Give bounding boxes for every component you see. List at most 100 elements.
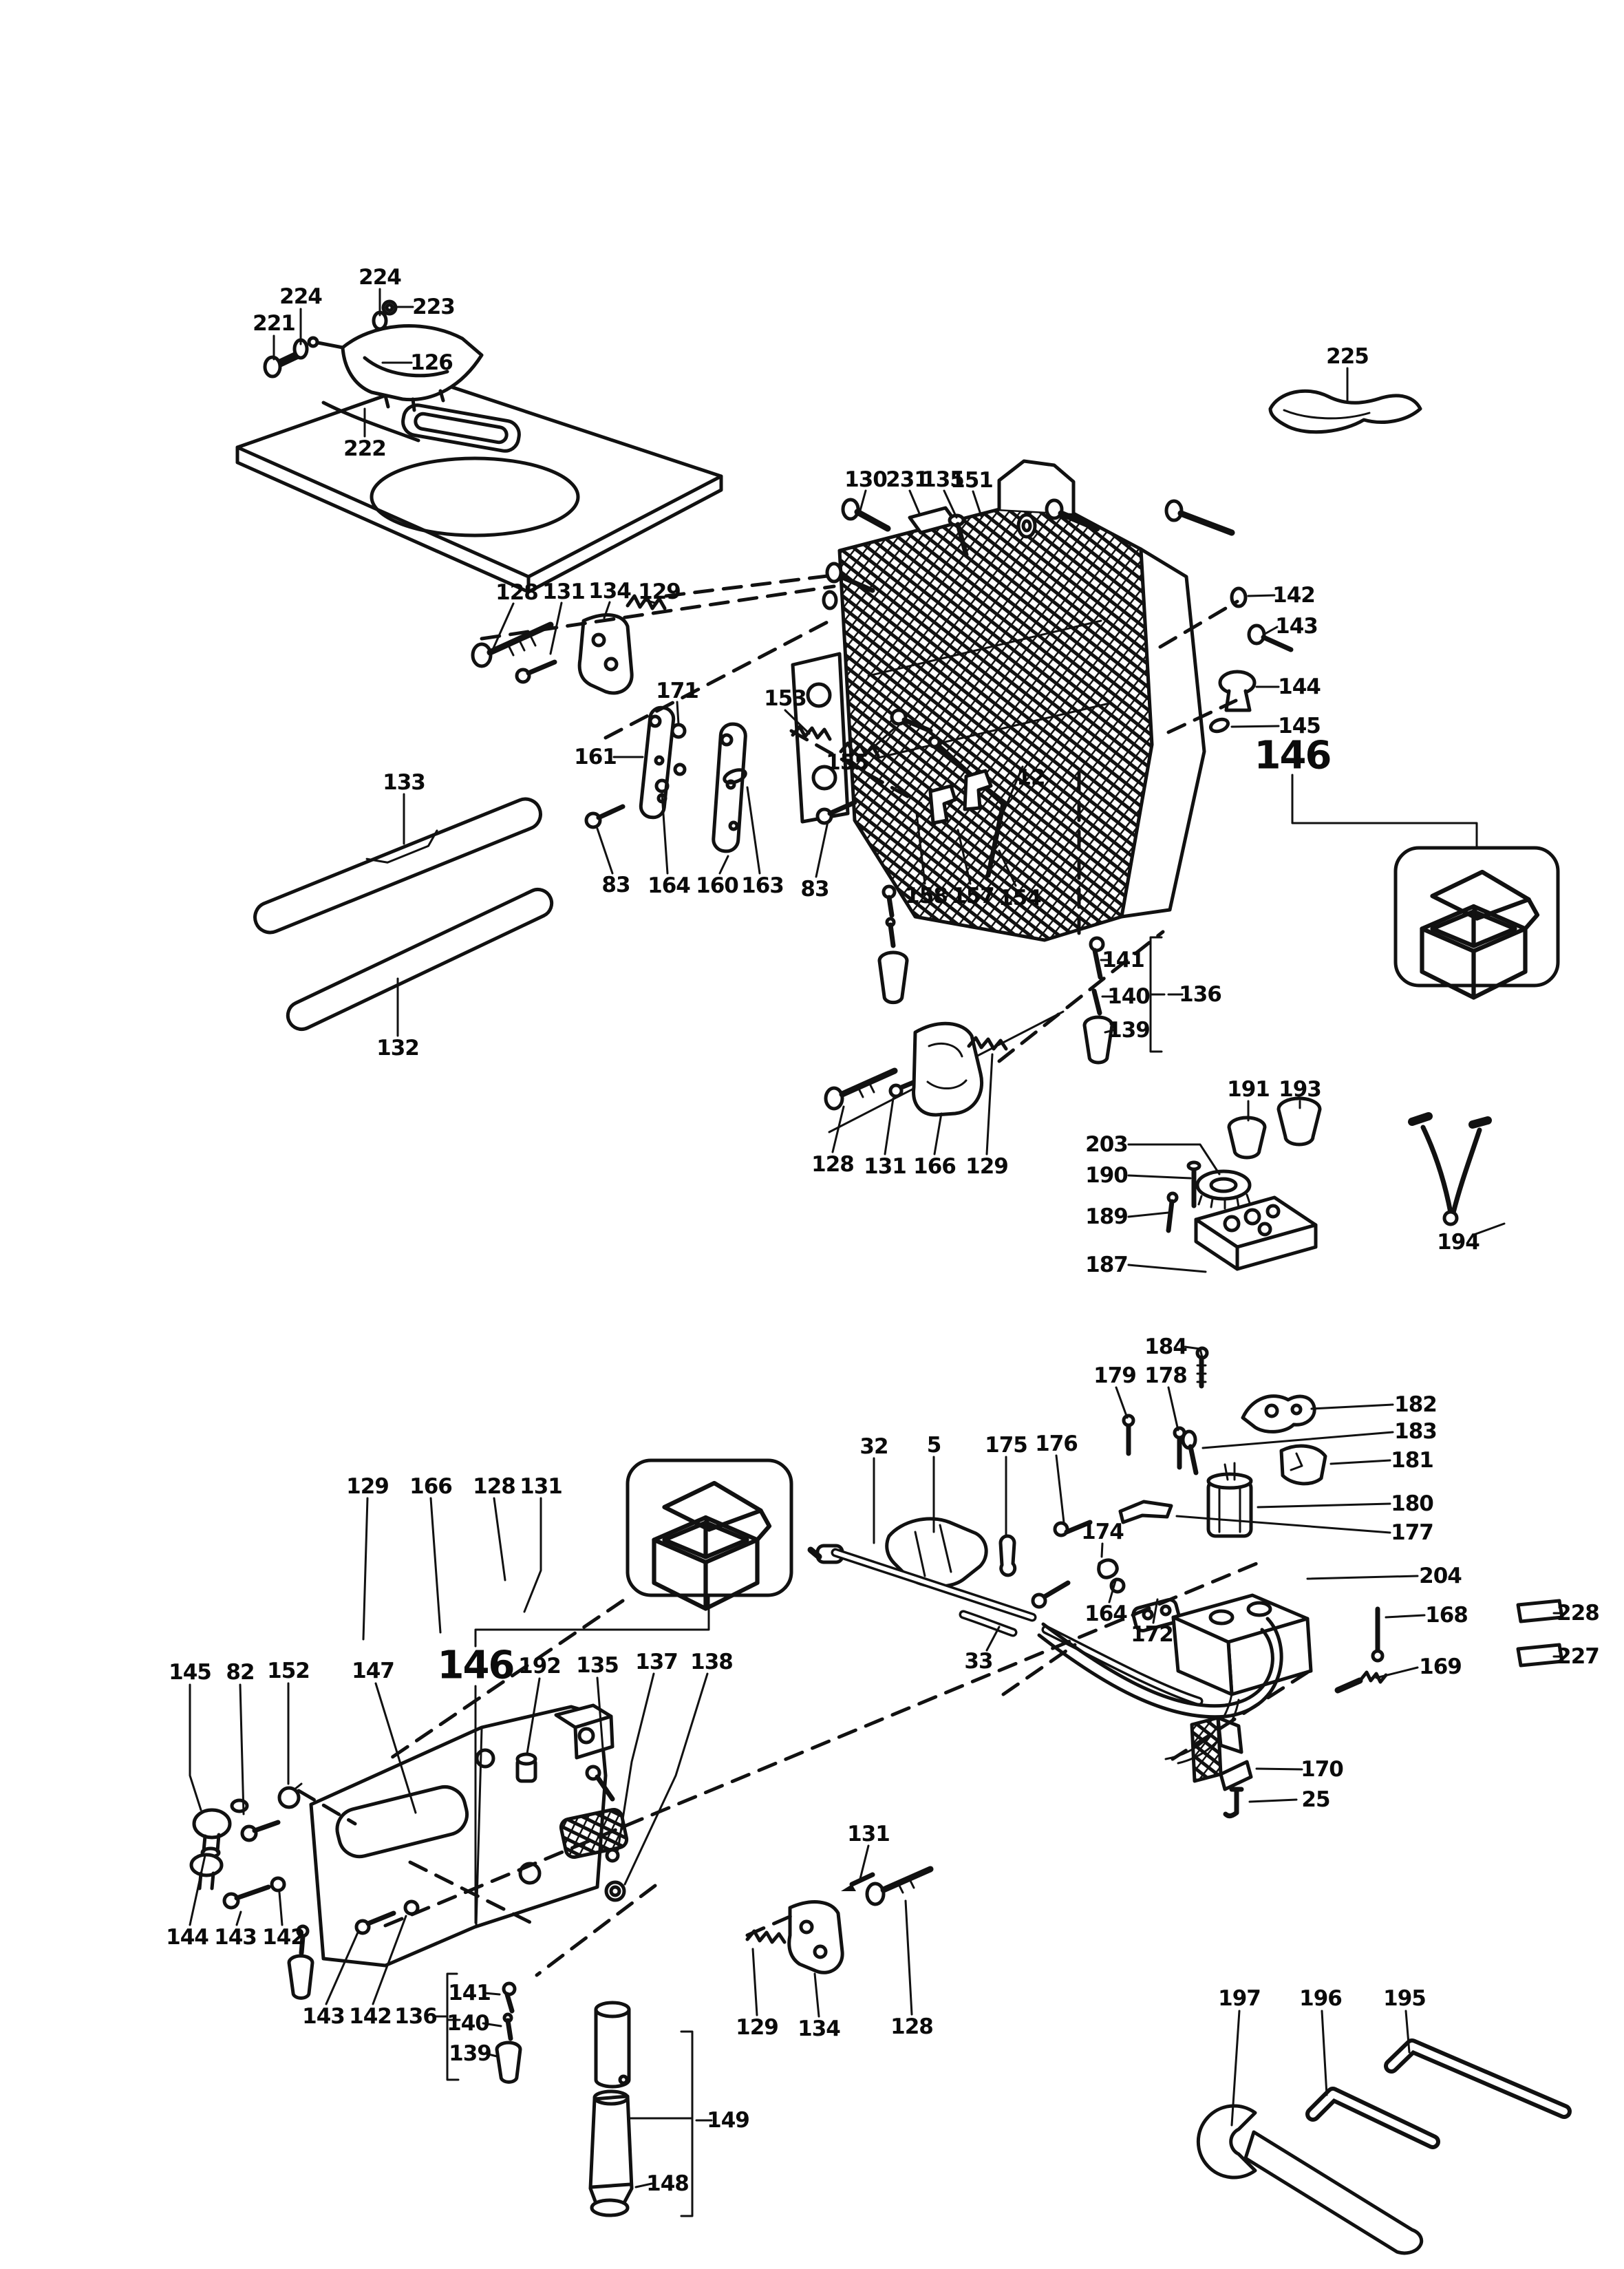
leader-line-146 — [1291, 774, 1478, 848]
leader-line-176 — [1055, 1454, 1065, 1524]
leader-line-160 — [718, 855, 729, 875]
part-label-135: 135 — [921, 467, 965, 492]
leader-line-137 — [617, 1672, 655, 1851]
part-label-141: 141 — [448, 1981, 491, 2005]
part-label-131: 131 — [847, 1822, 890, 1846]
leader-line-33 — [985, 1626, 1001, 1652]
part-label-140: 140 — [447, 2011, 490, 2036]
leader-lines-layer — [189, 288, 1563, 2188]
leader-line-177 — [1175, 1515, 1391, 1534]
leader-line-155 — [863, 727, 896, 757]
hook-174-art — [1097, 1558, 1119, 1579]
part-label-227: 227 — [1557, 1644, 1600, 1669]
leader-line-184 — [1184, 1345, 1204, 1359]
part-label-139: 139 — [449, 2041, 492, 2066]
part-label-145: 145 — [1278, 714, 1321, 738]
screw-131b-art — [888, 1083, 904, 1098]
clamp-134b-art — [787, 1900, 844, 1974]
part-label-190: 190 — [1085, 1163, 1129, 1188]
leader-line-140 — [482, 2022, 502, 2027]
part-label-224: 224 — [279, 284, 323, 309]
part-label-128: 128 — [495, 580, 539, 605]
leader-line-194 — [1473, 1222, 1506, 1236]
part-label-148: 148 — [646, 2171, 690, 2196]
washer-164b-art — [1109, 1577, 1126, 1594]
leader-line-82 — [239, 1683, 245, 1815]
part-label-128: 128 — [811, 1152, 855, 1177]
wire-222-art — [321, 401, 420, 443]
washer-164-art — [654, 778, 670, 793]
part-label-187: 187 — [1085, 1253, 1129, 1277]
pin-140b-art — [505, 2018, 513, 2041]
leader-line-145 — [1230, 725, 1280, 728]
part-label-222: 222 — [343, 436, 387, 461]
part-label-136: 136 — [1179, 982, 1222, 1007]
pin-163-art — [723, 768, 747, 785]
leader-line-128 — [491, 602, 515, 651]
leader-line-83 — [596, 827, 614, 875]
plate-227-art — [1516, 1643, 1564, 1668]
pin-25-art — [1223, 1787, 1244, 1819]
part-label-228: 228 — [1557, 1601, 1600, 1626]
part-label-231: 231 — [886, 467, 929, 492]
part-label-83: 83 — [800, 877, 829, 902]
part-label-152: 152 — [267, 1659, 310, 1683]
leader-line-169 — [1375, 1666, 1419, 1679]
part-label-129: 129 — [346, 1474, 389, 1499]
leader-line-151 — [972, 490, 983, 518]
leader-line-142 — [372, 1915, 407, 2005]
part-label-178: 178 — [1144, 1363, 1188, 1388]
leader-line-129 — [362, 1497, 369, 1641]
leader-line-154 — [998, 849, 1017, 887]
part-label-145: 145 — [169, 1660, 212, 1685]
part-label-83: 83 — [601, 873, 630, 897]
part-label-129: 129 — [736, 2015, 779, 2040]
part-label-180: 180 — [1391, 1491, 1434, 1516]
tools-art — [1196, 2038, 1572, 2255]
part-label-179: 179 — [1093, 1363, 1137, 1388]
leader-line-197 — [1230, 2010, 1241, 2127]
bracket-157-art — [928, 784, 957, 825]
part-label-82: 82 — [226, 1660, 255, 1685]
leader-line-182 — [1310, 1403, 1394, 1410]
part-label-176: 176 — [1035, 1431, 1078, 1456]
part-label-151: 151 — [950, 468, 994, 493]
leader-line-129 — [751, 1948, 758, 2016]
part-label-170: 170 — [1301, 1757, 1344, 1782]
part-label-144: 144 — [166, 1925, 209, 1950]
leader-line-196 — [1321, 2010, 1328, 2096]
part-label-143: 143 — [302, 2004, 345, 2029]
cap-191-art — [1227, 1116, 1267, 1160]
part-label-33: 33 — [964, 1649, 993, 1674]
leader-line-180 — [1257, 1502, 1391, 1509]
leader-line-134 — [603, 601, 611, 619]
part-label-12: 12 — [1016, 765, 1045, 790]
leader-line-166 — [933, 1112, 943, 1155]
right-module-art — [807, 1346, 1564, 1819]
screw-143-art — [1247, 624, 1266, 646]
part-label-160: 160 — [696, 873, 739, 898]
leader-line-142 — [1247, 594, 1276, 597]
screw-169-art — [1334, 1677, 1363, 1694]
part-label-5: 5 — [926, 1433, 942, 1458]
part-label-142: 142 — [262, 1925, 306, 1950]
leader-line-135 — [943, 489, 958, 519]
part-label-133: 133 — [383, 770, 426, 795]
part-label-136: 136 — [394, 2004, 438, 2029]
part-label-171: 171 — [656, 679, 699, 703]
part-label-189: 189 — [1085, 1204, 1129, 1229]
bracket-136-trio-art — [1082, 936, 1166, 1065]
part-label-164: 164 — [648, 873, 691, 898]
part-label-144: 144 — [1278, 674, 1321, 699]
screw-131-art — [515, 668, 531, 684]
part-label-223: 223 — [412, 295, 456, 319]
washer-137-art — [605, 1848, 620, 1863]
cable-loop-art — [1041, 1622, 1274, 1708]
part-label-221: 221 — [253, 311, 296, 336]
box-icon-146-left — [474, 1458, 793, 1648]
leader-line-192 — [526, 1677, 541, 1755]
leader-line-130 — [859, 489, 867, 512]
spring-129b-art — [967, 1036, 1008, 1051]
part-label-128: 128 — [890, 2014, 934, 2039]
